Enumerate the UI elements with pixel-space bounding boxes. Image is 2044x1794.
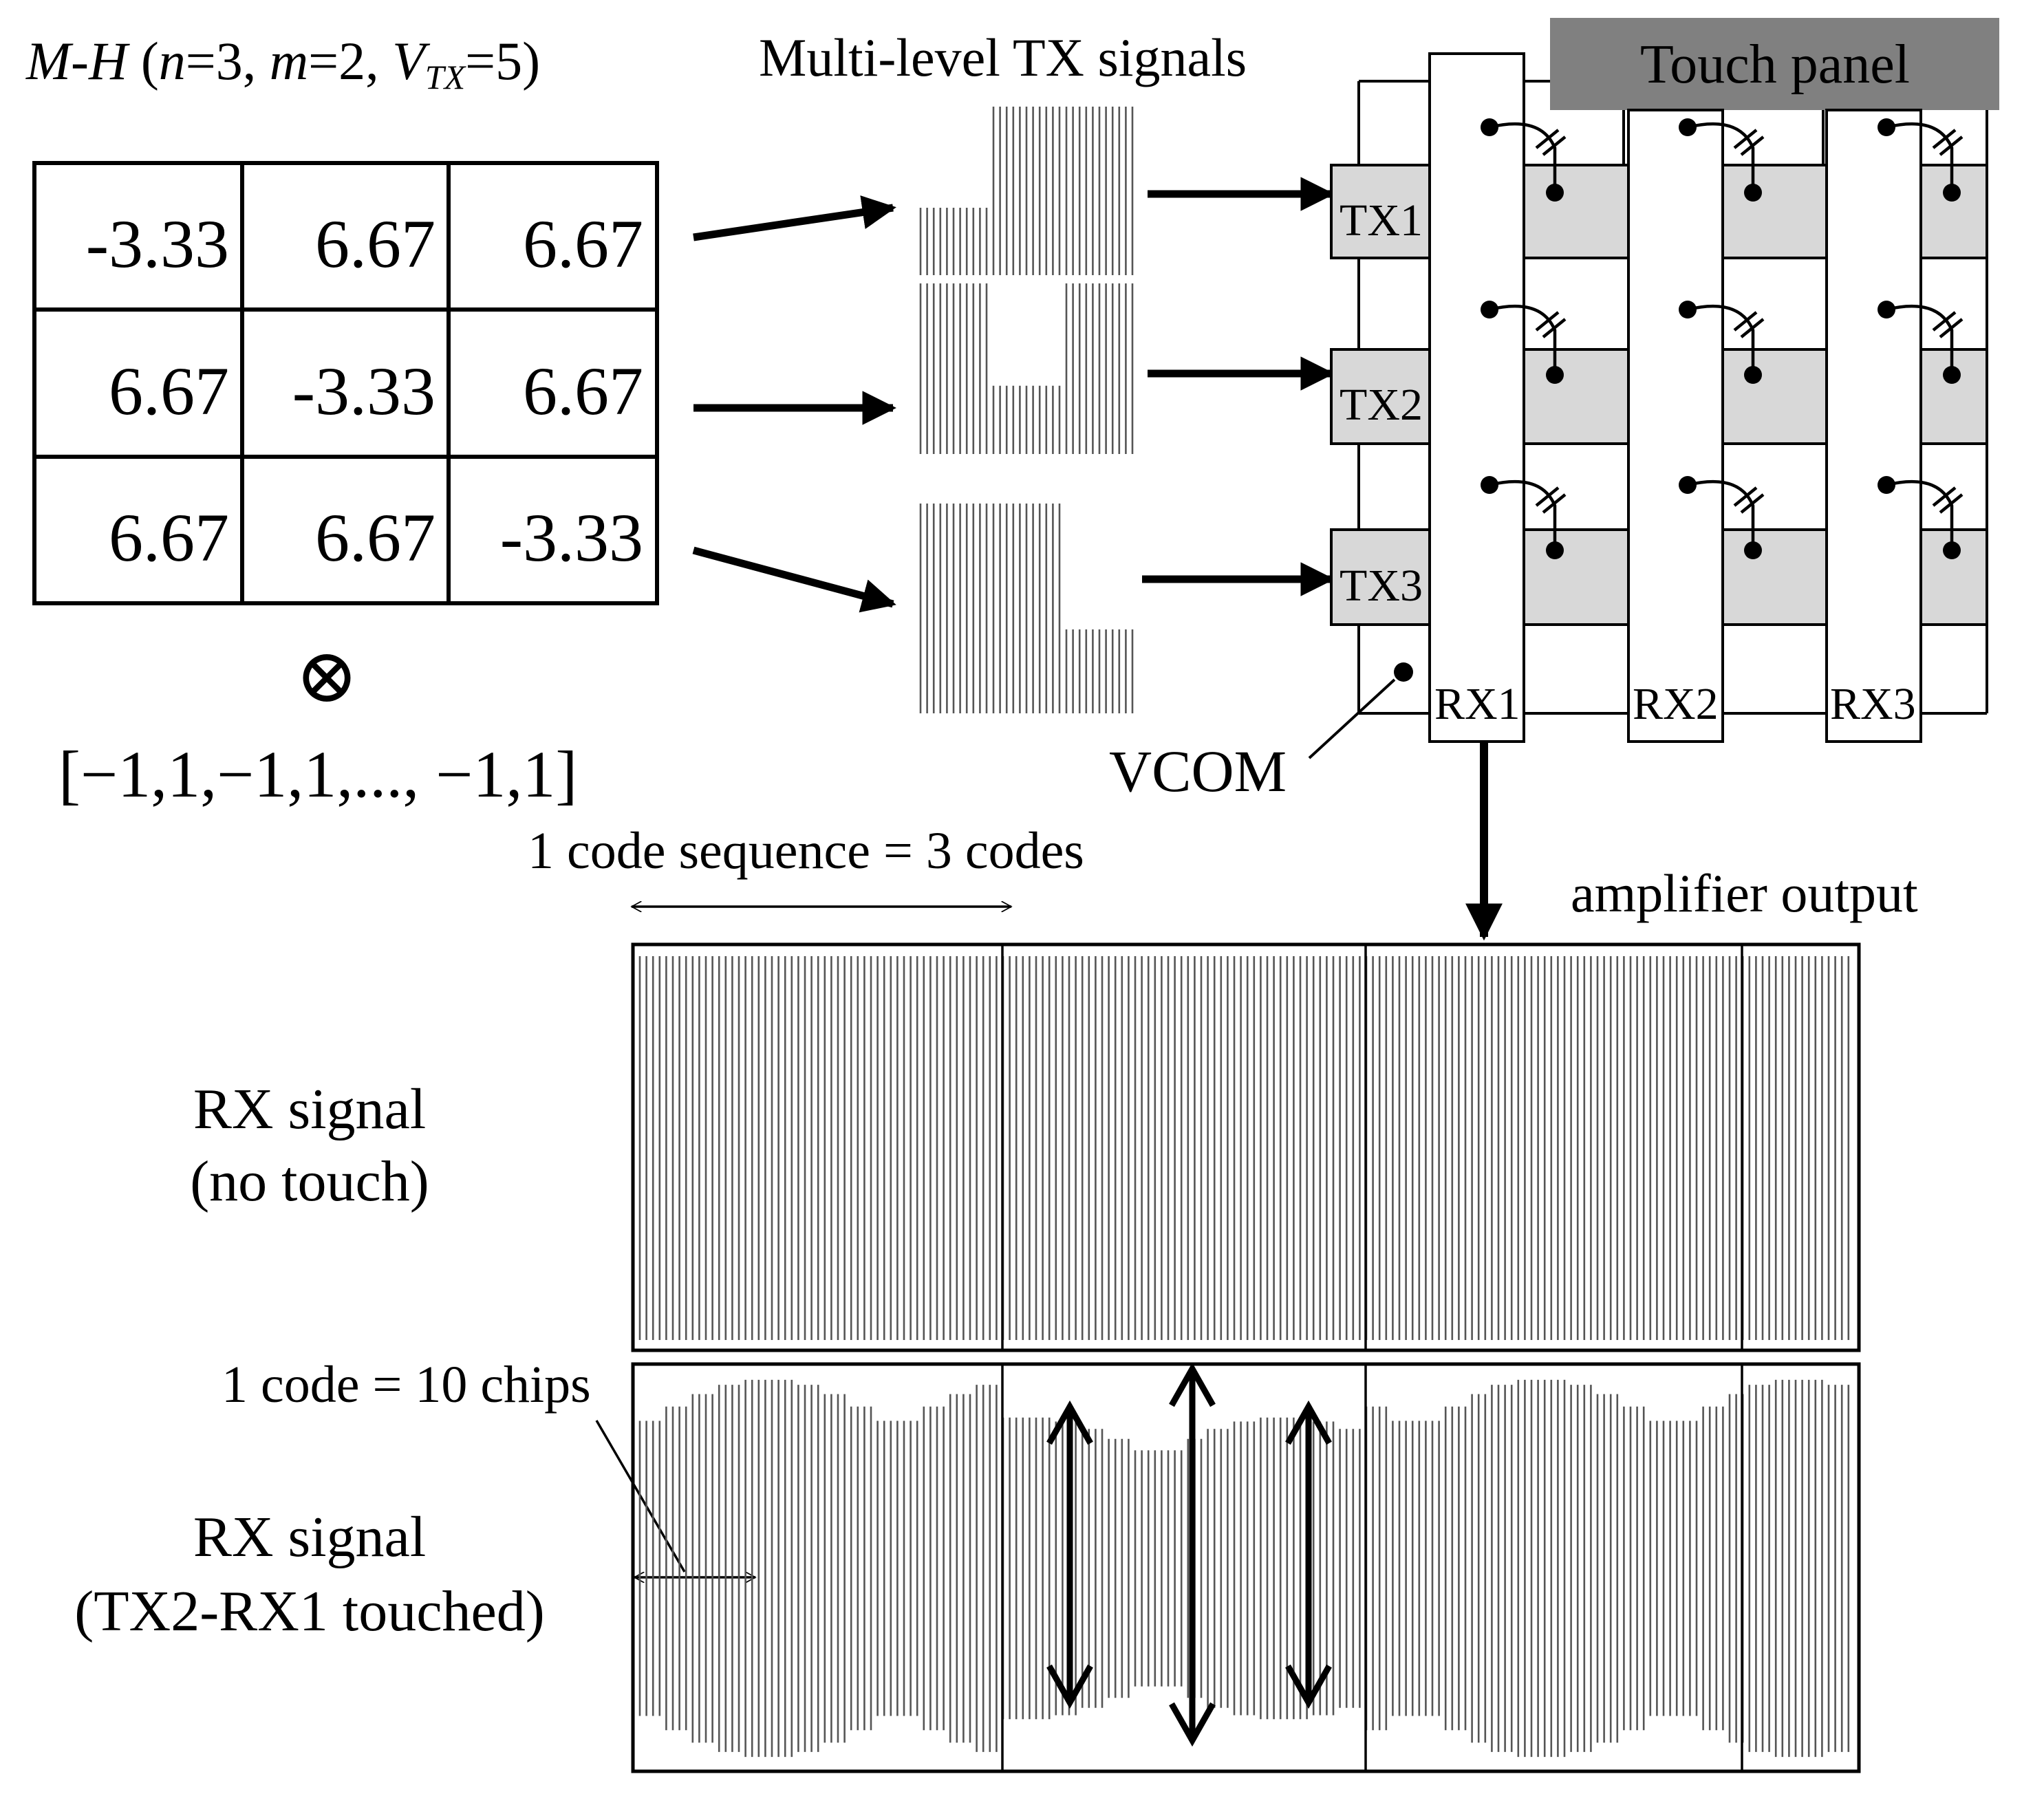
rx-no-touch-waveform xyxy=(638,956,1850,1340)
tx-signals-section: Multi-level TX signals xyxy=(759,28,1335,713)
rx-electrodes xyxy=(1428,52,1922,743)
rx-no-touch-plot xyxy=(631,942,1861,1352)
tx1-label: TX1 xyxy=(1340,195,1423,246)
matrix-title: M-H (n=3, m=2, VTX=5) xyxy=(25,31,540,96)
matrix-cell: -3.33 xyxy=(86,206,229,282)
tx2-label: TX2 xyxy=(1340,380,1423,430)
coupling-capacitor-icon xyxy=(1679,118,1765,202)
rx-touched-plot xyxy=(631,1362,1861,1773)
amplitude-arrow xyxy=(1169,1362,1216,1747)
code-sequence-label: 1 code sequence = 3 codes xyxy=(528,822,1084,880)
matrix-title-m: M xyxy=(25,31,74,91)
vcom-leader xyxy=(1308,678,1396,759)
coupling-capacitor-icon xyxy=(1481,476,1567,559)
amplitude-arrow xyxy=(1285,1400,1332,1709)
amplitude-arrows xyxy=(1046,1362,1332,1747)
matrix-arrows xyxy=(692,195,896,613)
matrix-cell: 6.67 xyxy=(523,206,643,282)
touch-panel-title-box xyxy=(1550,18,1999,110)
matrix-table xyxy=(32,161,659,605)
matrix-cells: -3.33 6.67 6.67 6.67 -3.33 6.67 6.67 6.6… xyxy=(86,206,643,576)
tx-arrows xyxy=(1142,177,1335,596)
chip-sequence: [−1,1,−1,1,..., −1,1] xyxy=(58,737,577,811)
matrix-cell: 6.67 xyxy=(523,353,643,429)
matrix-section: M-H (n=3, m=2, VTX=5) -3.33 6.67 6.67 6.… xyxy=(25,31,896,811)
matrix-title-v-sub: TX xyxy=(425,58,467,96)
rx-touched-label-line2: (TX2-RX1 touched) xyxy=(74,1579,544,1643)
tensor-product-icon: ⊗ xyxy=(295,634,358,718)
rx-no-touch-label-line1: RX signal xyxy=(193,1077,426,1141)
rx3-label: RX3 xyxy=(1830,679,1916,729)
matrix-cell: -3.33 xyxy=(500,499,643,576)
rx1-electrode xyxy=(1428,52,1525,743)
matrix-title-dash: - xyxy=(71,31,89,91)
matrix-cell: 6.67 xyxy=(315,499,435,576)
coupling-capacitor-icon xyxy=(1481,301,1567,384)
amplitude-arrow xyxy=(1046,1400,1093,1709)
coupling-capacitors xyxy=(1481,118,1964,559)
rx-no-touch-label-line2: (no touch) xyxy=(190,1149,429,1213)
tx3-label: TX3 xyxy=(1340,561,1423,611)
rx-touched-label-line1: RX signal xyxy=(193,1505,426,1569)
rx1-label: RX1 xyxy=(1434,679,1520,729)
coupling-capacitor-icon xyxy=(1679,301,1765,384)
matrix-title-v: V xyxy=(392,31,431,91)
matrix-title-n: n xyxy=(159,31,186,91)
touch-panel: Touch panel TX1 xyxy=(1109,18,1999,941)
vcom-label: VCOM xyxy=(1109,738,1287,804)
coupling-capacitor-icon xyxy=(1878,118,1964,202)
coupling-capacitor-icon xyxy=(1878,301,1964,384)
vcom-node xyxy=(1394,662,1413,682)
matrix-cell: -3.33 xyxy=(292,353,435,429)
matrix-title-open: ( xyxy=(127,31,158,91)
touch-panel-title: Touch panel xyxy=(1640,34,1910,95)
rx2-electrode xyxy=(1627,109,1724,743)
matrix-title-m-eq: =2, xyxy=(308,31,392,91)
coupling-capacitor-icon xyxy=(1878,476,1964,559)
amplifier-output-label: amplifier output xyxy=(1571,863,1918,923)
rx-labels: RX1 RX2 RX3 xyxy=(1434,679,1916,729)
tx-waveforms xyxy=(919,107,1134,713)
rx3-electrode xyxy=(1825,109,1922,743)
waveform-section: 1 code sequence = 3 codes amplifier outp… xyxy=(74,822,1918,1773)
matrix-cell: 6.67 xyxy=(109,499,229,576)
matrix-cell: 6.67 xyxy=(315,206,435,282)
matrix-title-n-eq: =3, xyxy=(186,31,270,91)
tx-signals-title: Multi-level TX signals xyxy=(759,28,1247,87)
coupling-capacitor-icon xyxy=(1481,118,1567,202)
tx-labels: TX1 TX2 TX3 xyxy=(1340,195,1423,611)
coupling-capacitor-icon xyxy=(1679,476,1765,559)
rx-touched-waveform xyxy=(638,1379,1850,1758)
chips-label: 1 code = 10 chips xyxy=(222,1356,591,1414)
matrix-title-h: H xyxy=(88,31,130,91)
matrix-title-v-eq: =5) xyxy=(465,31,540,91)
rx2-label: RX2 xyxy=(1633,679,1719,729)
matrix-title-mvar: m xyxy=(270,31,308,91)
matrix-cell: 6.67 xyxy=(109,353,229,429)
